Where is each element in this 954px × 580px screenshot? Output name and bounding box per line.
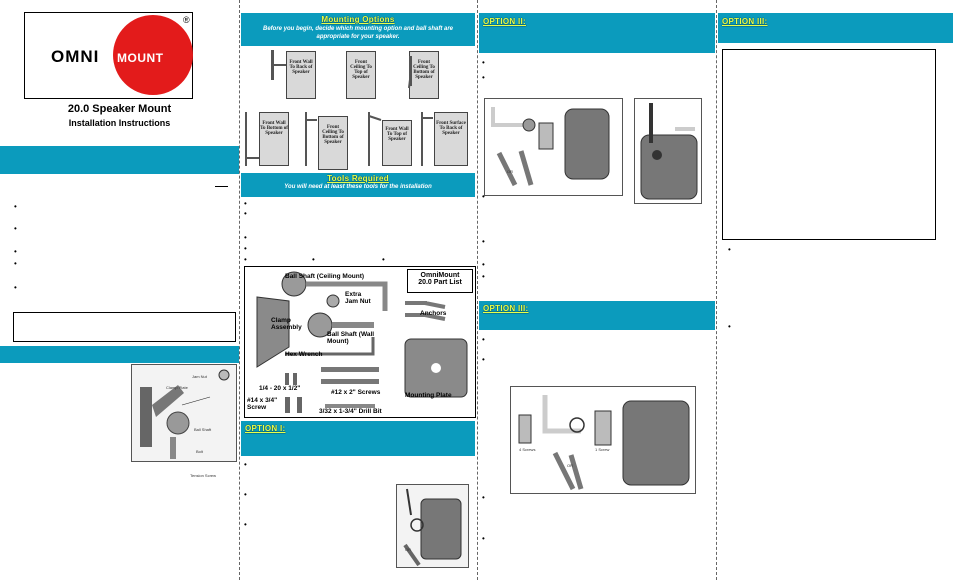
- column-divider: [716, 0, 717, 580]
- ball-shaft-label: Ball Shaft: [194, 427, 212, 432]
- option-i-art: [403, 488, 462, 567]
- column-divider: [477, 0, 478, 580]
- option-iii-diagram: 4 Screws 1 Screw OR: [510, 386, 696, 494]
- note-box: [13, 312, 236, 342]
- bullet: •: [382, 255, 385, 264]
- bullet: •: [244, 233, 247, 242]
- clamp-diagram-art: [140, 369, 230, 459]
- bullet: •: [14, 259, 17, 268]
- mounting-options-subtitle: Before you begin, decide which mounting …: [262, 26, 453, 40]
- option-iii-art: [518, 395, 690, 491]
- bullet: •: [14, 283, 17, 292]
- part-list-title-line2: 20.0 Part List: [418, 279, 462, 286]
- option-ii-left-art: [491, 107, 610, 187]
- bolt-label: Bolt: [196, 449, 203, 454]
- bullet: •: [244, 460, 247, 469]
- short-rule: [215, 186, 228, 187]
- mounting-options-bar: Mounting Options Before you begin, decid…: [241, 13, 475, 46]
- logo-red-circle: [113, 15, 193, 95]
- option-card-1: Front Wall To Back of Speaker: [286, 51, 316, 99]
- ball-shaft-ceiling-label: Ball Shaft (Ceiling Mount): [285, 273, 365, 280]
- clamp-diagram: Jam Nut Clamp Plate Ball Shaft Bolt Tens…: [131, 364, 237, 478]
- option-arms-art: [245, 50, 433, 166]
- tension-screw-label: Tension Screw: [190, 473, 217, 478]
- bullet: •: [244, 520, 247, 529]
- bullet: •: [244, 255, 247, 264]
- bullet: •: [482, 355, 485, 364]
- bullet: •: [482, 73, 485, 82]
- bullet: •: [728, 322, 731, 331]
- parts-list-art: [256, 271, 468, 413]
- tools-required-title: Tools Required: [327, 174, 389, 183]
- or-label: OR: [567, 463, 573, 468]
- bullet: •: [482, 272, 485, 281]
- clamp-assembly-label: Clamp Assembly: [271, 317, 302, 331]
- anchors-label: Anchors: [420, 310, 447, 317]
- registered-mark: ®: [183, 15, 190, 25]
- bullet: •: [14, 202, 17, 211]
- brand-left-text: OMNI: [51, 47, 100, 66]
- bullet: •: [482, 534, 485, 543]
- bullet: •: [482, 237, 485, 246]
- bullet: •: [244, 490, 247, 499]
- or-label: OR: [507, 169, 513, 174]
- option-ii-diagram-left: OR: [484, 98, 623, 196]
- screw-quarter-label: 1/4 - 20 x 1/2": [259, 385, 301, 392]
- option-i-title: OPTION I:: [245, 424, 286, 433]
- extra-jam-nut-label: Extra Jam Nut: [345, 291, 371, 305]
- ball-shaft-wall-label: Ball Shaft (Wall Mount): [327, 331, 375, 345]
- note-box-large: [722, 49, 936, 240]
- product-title: 20.0 Speaker Mount: [67, 103, 172, 115]
- bullet: •: [14, 247, 17, 256]
- option-ii-bar: OPTION II:: [479, 13, 715, 53]
- option-ii-right-art: [640, 103, 698, 200]
- bullet: •: [14, 224, 17, 233]
- option-card-7: Front Surface To Back of Speaker: [434, 112, 468, 166]
- bullet: •: [312, 255, 315, 264]
- tools-required-subtitle: You will need at least these tools for t…: [284, 184, 432, 190]
- brand-right-text: MOUNT: [117, 51, 164, 65]
- bullet: •: [482, 260, 485, 269]
- option-ii-title: OPTION II:: [483, 17, 526, 26]
- option-iii-title: OPTION III:: [483, 304, 529, 313]
- column-divider: [239, 0, 240, 580]
- part-list-title-line1: OmniMount: [420, 272, 460, 279]
- logo-box: OMNI MOUNT ®: [24, 12, 193, 99]
- bullet: •: [244, 244, 247, 253]
- drill-bit-label: 3/32 x 1-3/4" Drill Bit: [319, 408, 382, 415]
- section-bar-1: [0, 146, 239, 174]
- jam-nut-label: Jam Nut: [192, 374, 207, 379]
- option-card-2: Front Ceiling To Top of Speaker: [346, 51, 376, 99]
- parts-list-diagram: OmniMount 20.0 Part List Ball Shaft (Cei…: [244, 266, 476, 418]
- option-card-6: Front Wall To Top of Speaker: [382, 120, 412, 166]
- option-iii-bar-2: OPTION III:: [718, 13, 953, 43]
- clamp-plate-label: Clamp Plate: [166, 385, 188, 390]
- bullet: •: [244, 209, 247, 218]
- product-subtitle: Installation Instructions: [68, 118, 171, 128]
- or-label: OR: [405, 547, 411, 552]
- four-screws-label: 4 Screws: [519, 447, 536, 452]
- bullet: •: [244, 199, 247, 208]
- bullet: •: [482, 493, 485, 502]
- option-i-bar: OPTION I:: [241, 421, 475, 456]
- bullet: •: [482, 192, 485, 201]
- screw-12-label: #12 x 2" Screws: [331, 389, 381, 396]
- part-list-title-box: OmniMount 20.0 Part List: [407, 269, 473, 293]
- tools-required-bar: Tools Required You will need at least th…: [241, 173, 475, 197]
- option-iii-bar: OPTION III:: [479, 301, 715, 330]
- one-screw-label: 1 Screw: [595, 447, 610, 452]
- mounting-options-title: Mounting Options: [321, 15, 395, 24]
- screw-14-label: #14 x 3/4" Screw: [247, 397, 278, 411]
- option-i-diagram: OR: [396, 484, 469, 568]
- option-card-5: Front Ceiling To Bottom of Speaker: [318, 116, 348, 170]
- hex-wrench-label: Hex Wrench: [285, 351, 323, 358]
- mounting-plate-label: Mounting Plate: [405, 392, 452, 399]
- bullet: •: [482, 335, 485, 344]
- section-bar-2: [0, 346, 239, 363]
- option-iii-title-2: OPTION III:: [722, 17, 768, 26]
- option-card-4: Front Wall To Bottom of Speaker: [259, 112, 289, 166]
- bullet: •: [728, 245, 731, 254]
- bullet: •: [482, 58, 485, 67]
- option-ii-diagram-right: [634, 98, 702, 204]
